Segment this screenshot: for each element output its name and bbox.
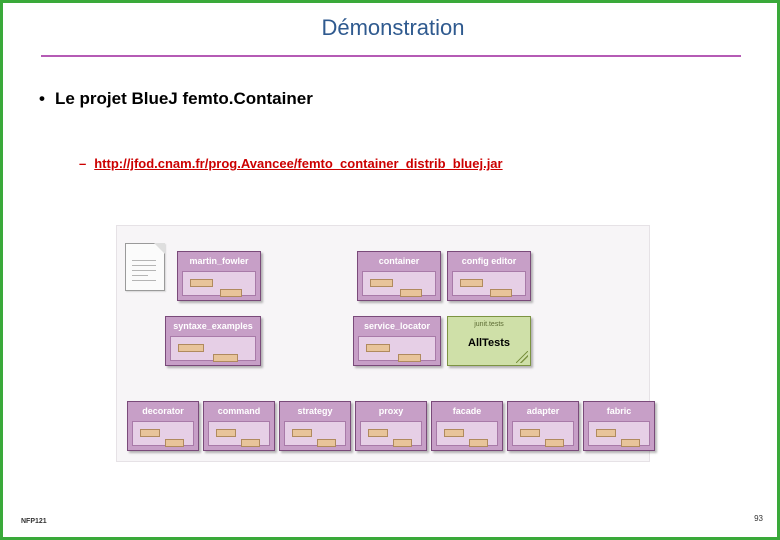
class-member-bar <box>216 429 236 437</box>
class-member-bar <box>460 279 483 287</box>
class-box-label: fabric <box>606 406 632 416</box>
class-box-label: container <box>378 256 420 266</box>
class-box-body <box>170 336 256 362</box>
class-box[interactable]: strategy <box>279 401 351 451</box>
doc-text-line <box>132 275 148 276</box>
resize-handle-icon[interactable] <box>516 351 528 363</box>
class-member-bar <box>366 344 390 352</box>
class-box[interactable]: service_locator <box>353 316 441 366</box>
class-box[interactable]: adapter <box>507 401 579 451</box>
class-box-body <box>512 421 574 447</box>
bullet-level-2: – http://jfod.cnam.fr/prog.Avancee/femto… <box>79 156 503 171</box>
class-box[interactable]: facade <box>431 401 503 451</box>
class-member-bar <box>165 439 184 447</box>
class-box[interactable]: syntaxe_examples <box>165 316 261 366</box>
footer-page-number: 93 <box>754 514 763 523</box>
readme-document-icon <box>125 243 165 291</box>
class-box-body <box>362 271 436 297</box>
class-box-label: config editor <box>461 256 517 266</box>
class-box-body <box>284 421 346 447</box>
doc-text-line <box>132 270 156 271</box>
class-box[interactable]: decorator <box>127 401 199 451</box>
class-member-bar <box>140 429 160 437</box>
doc-fold-corner <box>154 243 165 254</box>
bluej-project-screenshot: martin_fowler container config editor synta… <box>116 225 655 462</box>
class-box-label: facade <box>452 406 482 416</box>
class-member-bar <box>213 354 238 362</box>
class-box-body <box>182 271 256 297</box>
all-tests-label: AllTests <box>468 337 510 349</box>
class-box-label: martin_fowler <box>189 256 249 266</box>
doc-text-line <box>132 280 156 281</box>
class-box-label: service_locator <box>363 321 431 331</box>
footer-course-code: NFP121 <box>21 518 47 525</box>
class-box-body <box>358 336 436 362</box>
bullet-marker-icon: • <box>39 89 45 108</box>
bullet-level-1: • Le projet BlueJ femto.Container <box>39 89 313 109</box>
class-box[interactable]: fabric <box>583 401 655 451</box>
bullet-level-1-text: Le projet BlueJ femto.Container <box>54 89 313 108</box>
class-box-body <box>436 421 498 447</box>
dash-marker-icon: – <box>79 156 87 171</box>
class-box-body <box>588 421 650 447</box>
class-box[interactable]: command <box>203 401 275 451</box>
class-box[interactable]: martin_fowler <box>177 251 261 301</box>
class-box-label: decorator <box>142 406 184 416</box>
page-title: Démonstration <box>321 15 465 40</box>
class-member-bar <box>190 279 213 287</box>
doc-text-line <box>132 265 156 266</box>
class-box-label: command <box>217 406 261 416</box>
title-divider <box>41 55 741 57</box>
class-member-bar <box>520 429 540 437</box>
class-box-label: strategy <box>297 406 333 416</box>
class-member-bar <box>292 429 312 437</box>
class-box[interactable]: proxy <box>355 401 427 451</box>
slide-inner-border <box>6 6 774 534</box>
class-box[interactable]: config editor <box>447 251 531 301</box>
class-member-bar <box>400 289 422 297</box>
class-member-bar <box>398 354 421 362</box>
class-member-bar <box>178 344 204 352</box>
class-box-body <box>132 421 194 447</box>
class-member-bar <box>469 439 488 447</box>
class-member-bar <box>444 429 464 437</box>
class-box[interactable]: container <box>357 251 441 301</box>
class-member-bar <box>241 439 260 447</box>
class-member-bar <box>317 439 336 447</box>
class-member-bar <box>368 429 388 437</box>
class-box-label: adapter <box>526 406 560 416</box>
class-box-body <box>208 421 270 447</box>
class-member-bar <box>220 289 242 297</box>
class-box-label: proxy <box>378 406 404 416</box>
class-box-label: junit.tests <box>474 321 504 328</box>
class-member-bar <box>596 429 616 437</box>
class-box-body <box>360 421 422 447</box>
doc-text-line <box>132 260 156 261</box>
class-box-body <box>452 271 526 297</box>
class-member-bar <box>621 439 640 447</box>
class-member-bar <box>370 279 393 287</box>
project-download-link[interactable]: http://jfod.cnam.fr/prog.Avancee/femto_c… <box>94 156 503 171</box>
class-member-bar <box>545 439 564 447</box>
class-member-bar <box>393 439 412 447</box>
class-box-label: syntaxe_examples <box>173 321 253 331</box>
class-member-bar <box>490 289 512 297</box>
